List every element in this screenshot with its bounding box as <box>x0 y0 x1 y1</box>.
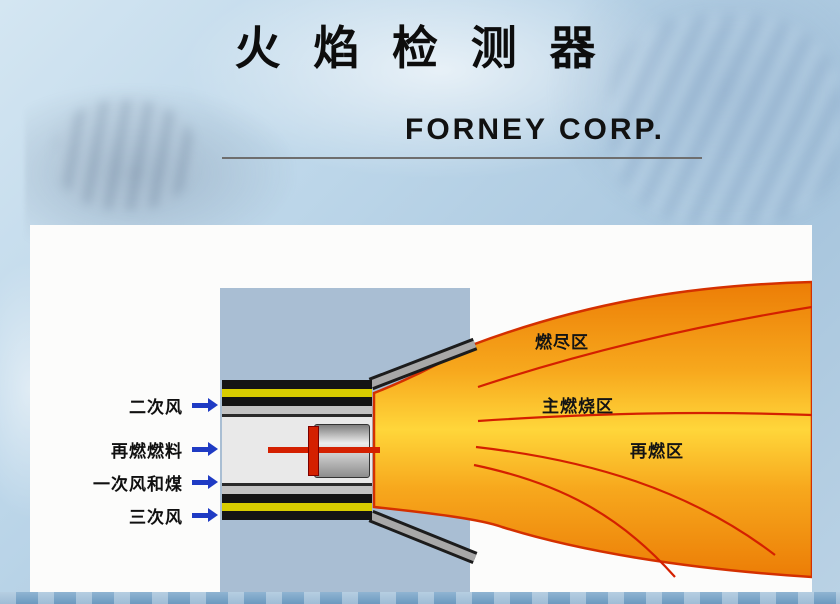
inlet-label: 再燃燃料 <box>111 441 183 461</box>
fuel-gun-line <box>268 447 380 453</box>
burner-diagram: 燃尽区 主燃烧区 再燃区 二次风 再燃燃料 一次风和煤 三次风 <box>30 225 812 592</box>
inlet-label: 二次风 <box>129 397 183 417</box>
flame-graphic <box>368 280 812 579</box>
zone-label-main-combustion: 主燃烧区 <box>542 397 614 416</box>
nozzle-wall-top-face <box>369 340 477 388</box>
flame-shape <box>372 280 812 579</box>
inlet-row-secondary-air: 二次风 <box>30 394 218 417</box>
zone-label-burnout: 燃尽区 <box>535 333 589 352</box>
streamline-middle <box>477 411 812 423</box>
nozzle-wall-bottom-face <box>369 512 477 562</box>
background-border <box>0 592 840 604</box>
inlet-row-tertiary-air: 三次风 <box>30 504 218 527</box>
divider-line <box>222 157 702 159</box>
streamline-top <box>477 305 812 389</box>
streamline-bottom <box>473 463 676 578</box>
background-great-wall-texture <box>55 100 195 210</box>
arrow-right-icon <box>192 508 218 522</box>
zone-label-reburn: 再燃区 <box>630 442 684 461</box>
arrow-right-icon <box>192 442 218 456</box>
arrow-right-icon <box>192 398 218 412</box>
burner-tube <box>222 380 380 520</box>
arrow-right-icon <box>192 475 218 489</box>
fuel-gun-bar <box>308 426 319 476</box>
inlet-label: 三次风 <box>129 507 183 527</box>
streamline-lower <box>475 445 776 556</box>
inlet-row-reburn-fuel: 再燃燃料 <box>30 438 218 461</box>
inlet-row-primary-air-coal: 一次风和煤 <box>30 471 218 494</box>
inlet-label: 一次风和煤 <box>93 474 183 494</box>
slide-title: 火 焰 检 测 器 <box>234 22 606 74</box>
company-name: FORNEY CORP. <box>405 113 665 146</box>
background-great-wall-left <box>25 85 295 245</box>
